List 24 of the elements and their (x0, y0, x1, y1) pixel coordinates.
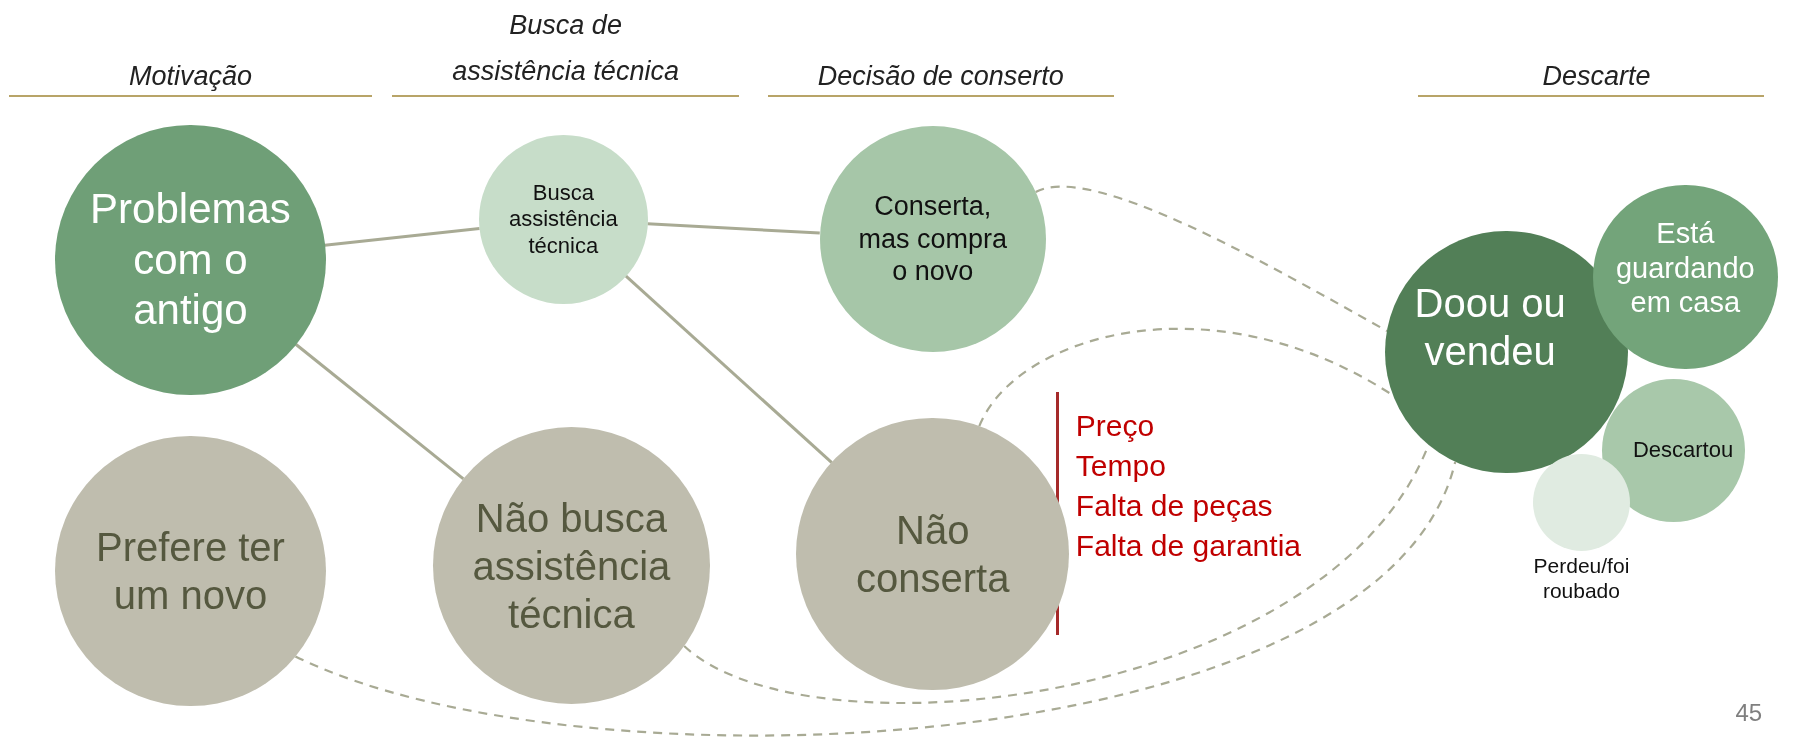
node-label: Problemas com o antigo (89, 184, 292, 335)
node-label: Conserta, mas compra o novo (857, 190, 1008, 288)
connector-line (624, 274, 833, 464)
node-label: Não busca assistência técnica (471, 494, 672, 638)
reason-text: Preço (1075, 408, 1156, 445)
node-label: Busca assistência técnica (507, 179, 619, 259)
column-heading: Decisão de conserto (816, 60, 1065, 94)
column-heading: Busca de assistência técnica (451, 9, 680, 89)
reason-text: Tempo (1075, 448, 1167, 485)
reason-text: Falta de peças (1075, 488, 1274, 525)
column-heading: Descarte (1541, 60, 1652, 94)
connector-line (324, 226, 480, 247)
column-heading: Motivação (127, 60, 253, 94)
node-label: Perdeu/foi roubado (1532, 552, 1631, 603)
reason-text: Falta de garantia (1075, 528, 1301, 565)
connector-line (647, 222, 820, 235)
node-label: Não conserta (855, 507, 1011, 603)
connector-line (295, 461, 1457, 736)
node-label: Descartou (1632, 436, 1734, 464)
page-number: 45 (1734, 697, 1764, 728)
node-label: Está guardando em casa (1615, 215, 1756, 320)
connector-line (294, 343, 465, 481)
node-label: Prefere ter um novo (94, 524, 286, 620)
node-label: Doou ou vendeu (1413, 279, 1567, 375)
